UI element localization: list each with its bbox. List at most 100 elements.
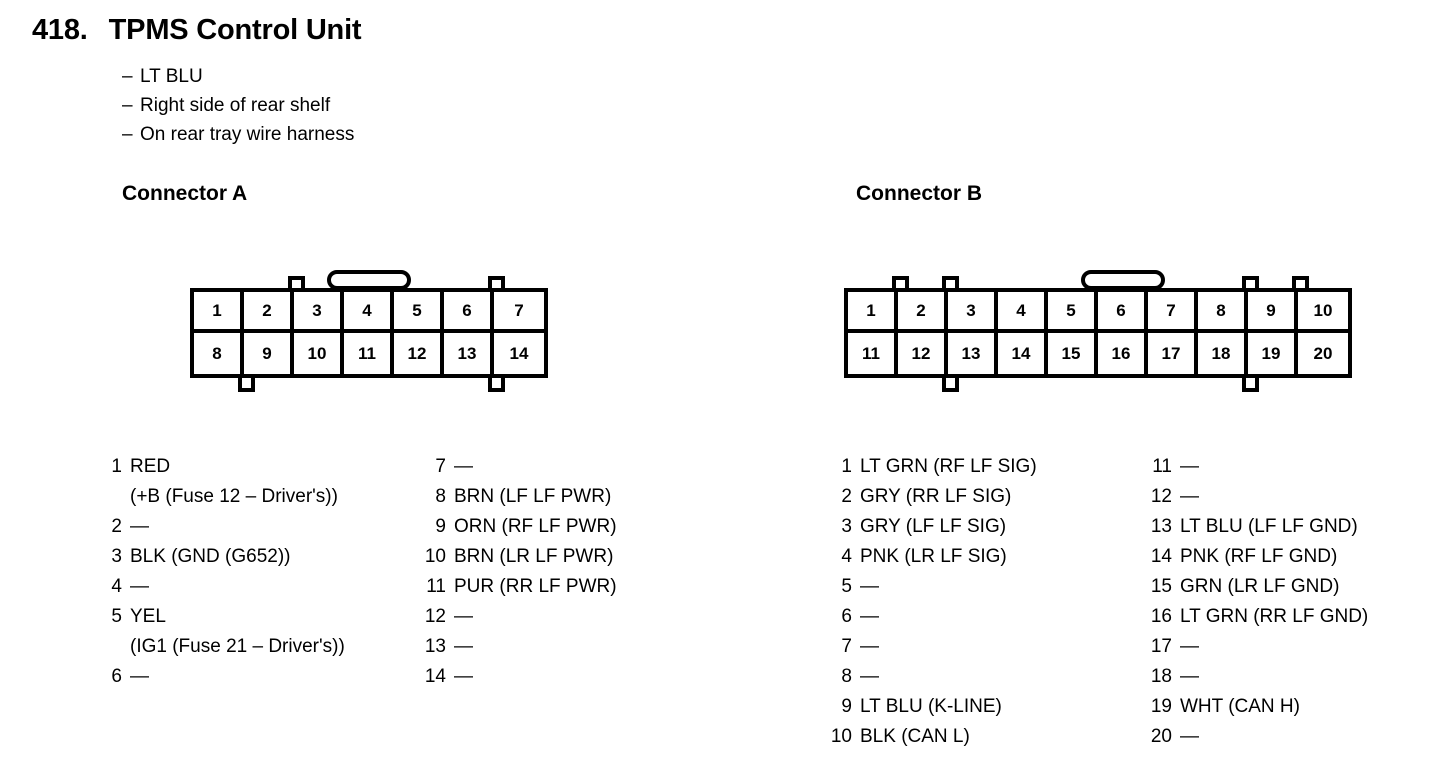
pin-label: —: [130, 516, 149, 537]
pin-label: ORN (RF LF PWR): [454, 516, 617, 537]
pin-number: 2: [111, 516, 122, 537]
pin-number: 7: [435, 456, 446, 477]
pin-label: —: [1180, 666, 1199, 687]
pin-primary-line: 18 —: [1148, 666, 1368, 696]
pin-number: 1: [111, 456, 122, 477]
pin-label: —: [1180, 636, 1199, 657]
pin-entry-b-11: 11—: [1148, 456, 1368, 486]
connector-b-pin-cell-7: 7: [1148, 292, 1198, 333]
pin-label: PNK (LR LF SIG): [860, 546, 1007, 567]
pin-label: —: [860, 606, 879, 627]
pin-primary-line: 8—: [828, 666, 1037, 696]
pin-number: 9: [435, 516, 446, 537]
pin-label-continuation: (IG1 (Fuse 21 – Driver's)): [130, 636, 345, 657]
pin-primary-line: 6—: [828, 606, 1037, 636]
note-dash-icon: –: [122, 95, 133, 116]
note-dash-icon: –: [122, 66, 133, 87]
pin-number: 13: [1150, 516, 1172, 537]
pin-primary-line: 2—: [98, 516, 345, 546]
note-dash-icon: –: [122, 124, 133, 145]
pin-number: 14: [424, 666, 446, 687]
connector-b-pin-cell-4: 4: [998, 292, 1048, 333]
pin-label: LT GRN (RF LF SIG): [860, 456, 1037, 477]
pin-number: 18: [1150, 666, 1172, 687]
pin-number: 8: [435, 486, 446, 507]
pin-label: PUR (RR LF PWR): [454, 576, 617, 597]
pin-entry-b-5: 5—: [828, 576, 1037, 606]
pin-entry-b-1: 1 LT GRN (RF LF SIG): [828, 456, 1037, 486]
pin-primary-line: 7—: [422, 456, 617, 486]
pin-number: 6: [841, 606, 852, 627]
connector-b-bottom-tab: [1242, 376, 1259, 392]
pin-label: BRN (LR LF PWR): [454, 546, 614, 567]
pin-primary-line: 9 ORN (RF LF PWR): [422, 516, 617, 546]
pin-entry-a-12: 12—: [422, 606, 617, 636]
connector-b-pin-cell-9: 9: [1248, 292, 1298, 333]
pin-entry-a-7: 7—: [422, 456, 617, 486]
connector-b-pin-cell-15: 15: [1048, 333, 1098, 374]
note-text: Right side of rear shelf: [140, 95, 331, 116]
pin-primary-line: 7—: [828, 636, 1037, 666]
connector-b-pin-cell-1: 1: [848, 292, 898, 333]
section-number: 418.: [32, 14, 88, 46]
pin-entry-a-4: 4—: [98, 576, 345, 606]
pin-number: 11: [1152, 456, 1172, 477]
pin-entry-b-7: 7—: [828, 636, 1037, 666]
connector-a-bottom-tab: [238, 376, 255, 392]
pin-label: BLK (CAN L): [860, 726, 970, 747]
pin-number: 7: [841, 636, 852, 657]
latch-bar: [1081, 270, 1165, 290]
pin-primary-line: 20—: [1148, 726, 1368, 756]
connector-a-pin-cell-4: 4: [344, 292, 394, 333]
latch-bar: [327, 270, 411, 290]
pin-label: —: [860, 576, 879, 597]
pin-label: —: [860, 666, 879, 687]
pin-primary-line: 13 —: [422, 636, 617, 666]
pin-label: —: [860, 636, 879, 657]
pin-entry-b-6: 6—: [828, 606, 1037, 636]
pin-number: 2: [841, 486, 852, 507]
pin-entry-a-13: 13 —: [422, 636, 617, 666]
connector-a-pin-cell-7: 7: [494, 292, 544, 333]
pin-label: PNK (RF LF GND): [1180, 546, 1338, 567]
pin-label: —: [454, 636, 473, 657]
connector-a-pin-cell-2: 2: [244, 292, 294, 333]
connector-a-pin-cell-8: 8: [194, 333, 244, 374]
pin-entry-b-17: 17—: [1148, 636, 1368, 666]
connector-a-heading: Connector A: [122, 182, 248, 205]
pin-primary-line: 12—: [422, 606, 617, 636]
pin-number: 1: [841, 456, 852, 477]
pin-number: 8: [841, 666, 852, 687]
connector-a-bottom-tab: [488, 376, 505, 392]
pin-number: 5: [841, 576, 852, 597]
pin-primary-line: 4—: [98, 576, 345, 606]
pin-entry-b-8: 8—: [828, 666, 1037, 696]
pin-number: 10: [830, 726, 852, 747]
pin-number: 3: [841, 516, 852, 537]
pin-number: 19: [1150, 696, 1172, 717]
pin-primary-line: 11—: [1148, 456, 1368, 486]
pin-entry-b-10: 10 BLK (CAN L): [828, 726, 1037, 756]
pin-number: 13: [424, 636, 446, 657]
pin-label-continuation: (+B (Fuse 12 – Driver's)): [130, 486, 338, 507]
